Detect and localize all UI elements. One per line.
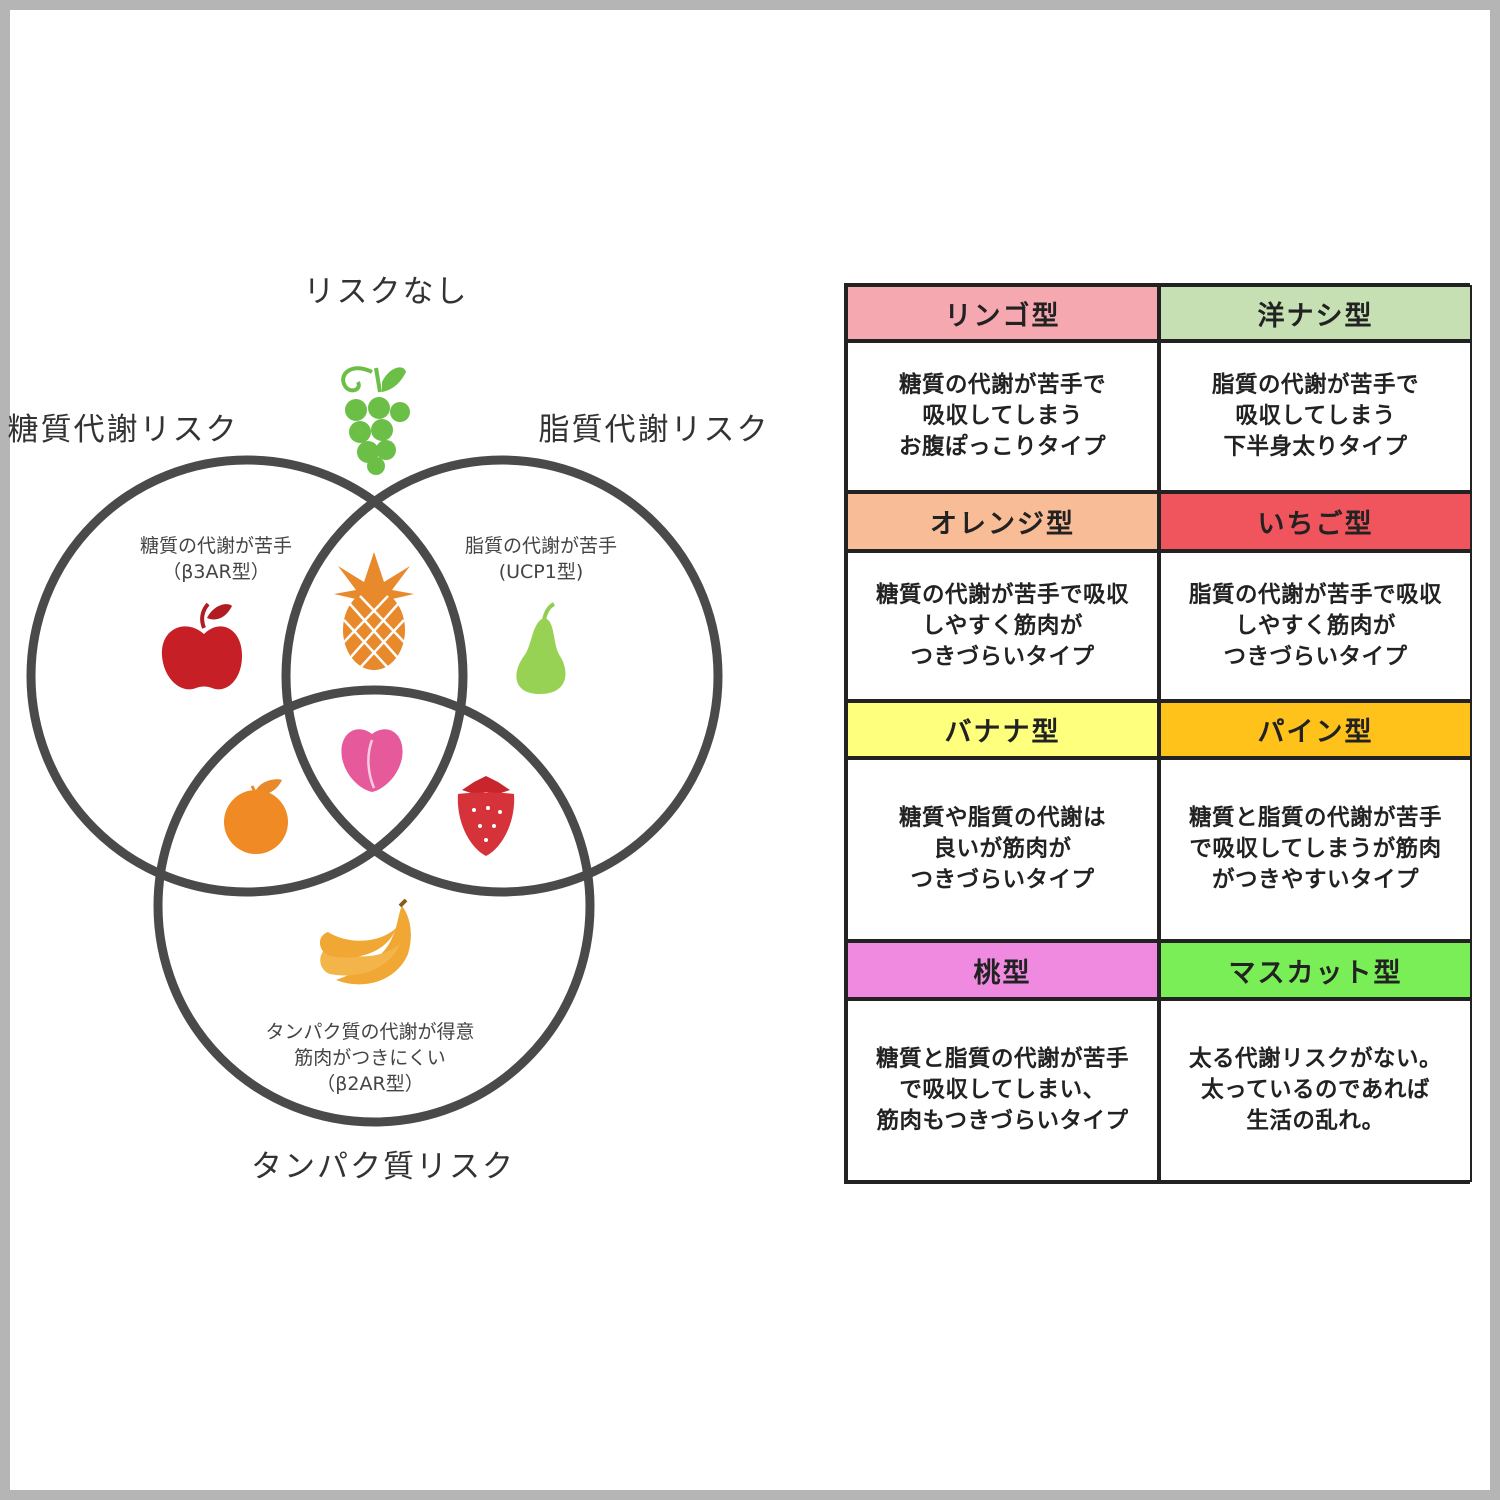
pineapple-icon	[334, 552, 414, 671]
label-protein-risk: タンパク質リスク	[251, 1149, 515, 1185]
type-desc-muscat: 太る代謝リスクがない。太っているのであれば生活の乱れ。	[1159, 999, 1472, 1182]
region-sugar-line-2: （β3AR型）	[162, 561, 269, 583]
type-desc-pear: 脂質の代謝が苦手で吸収してしまう下半身太りタイプ	[1159, 341, 1472, 492]
type-header-peach: 桃型	[846, 941, 1159, 999]
type-header-muscat: マスカット型	[1159, 941, 1472, 999]
label-no-risk: リスクなし	[304, 274, 469, 310]
orange-icon	[224, 779, 288, 854]
label-sugar-risk: 糖質代謝リスク	[8, 412, 239, 448]
pear-icon	[516, 602, 566, 694]
type-header-apple: リンゴ型	[846, 285, 1159, 341]
peach-icon	[341, 729, 403, 792]
grape-icon	[341, 366, 410, 475]
region-protein-line-3: （β2AR型）	[316, 1073, 423, 1095]
region-sugar-line-1: 糖質の代謝が苦手	[140, 535, 292, 557]
type-desc-peach: 糖質と脂質の代謝が苦手で吸収してしまい、筋肉もつきづらいタイプ	[846, 999, 1159, 1182]
region-protein-line-1: タンパク質の代謝が得意	[265, 1021, 474, 1043]
fat-circle	[281, 455, 723, 897]
type-header-pineapple: パイン型	[1159, 701, 1472, 758]
sugar-circle	[26, 455, 468, 897]
type-desc-orange: 糖質の代謝が苦手で吸収しやすく筋肉がつきづらいタイプ	[846, 551, 1159, 701]
region-fat-line-1: 脂質の代謝が苦手	[465, 535, 617, 557]
type-desc-strawberry: 脂質の代謝が苦手で吸収しやすく筋肉がつきづらいタイプ	[1159, 551, 1472, 701]
region-fat-line-2: (UCP1型)	[499, 561, 584, 583]
type-desc-banana: 糖質や脂質の代謝は良いが筋肉がつきづらいタイプ	[846, 758, 1159, 941]
protein-circle	[153, 685, 595, 1127]
fruit-type-table: リンゴ型 洋ナシ型 糖質の代謝が苦手で吸収してしまうお腹ぽっこりタイプ 脂質の代…	[844, 283, 1472, 1184]
type-desc-pineapple: 糖質と脂質の代謝が苦手で吸収してしまうが筋肉がつきやすいタイプ	[1159, 758, 1472, 941]
type-header-banana: バナナ型	[846, 701, 1159, 758]
strawberry-icon	[457, 776, 515, 856]
label-fat-risk: 脂質代謝リスク	[539, 412, 770, 448]
banana-icon	[319, 898, 411, 985]
type-header-orange: オレンジ型	[846, 492, 1159, 551]
region-protein-line-2: 筋肉がつきにくい	[294, 1047, 446, 1069]
apple-icon	[161, 602, 242, 690]
type-header-strawberry: いちご型	[1159, 492, 1472, 551]
type-desc-apple: 糖質の代謝が苦手で吸収してしまうお腹ぽっこりタイプ	[846, 341, 1159, 492]
type-header-pear: 洋ナシ型	[1159, 285, 1472, 341]
venn-diagram: リスクなし 糖質代謝リスク 脂質代謝リスク タンパク質リスク 糖質の代謝が苦手 …	[8, 274, 770, 1185]
